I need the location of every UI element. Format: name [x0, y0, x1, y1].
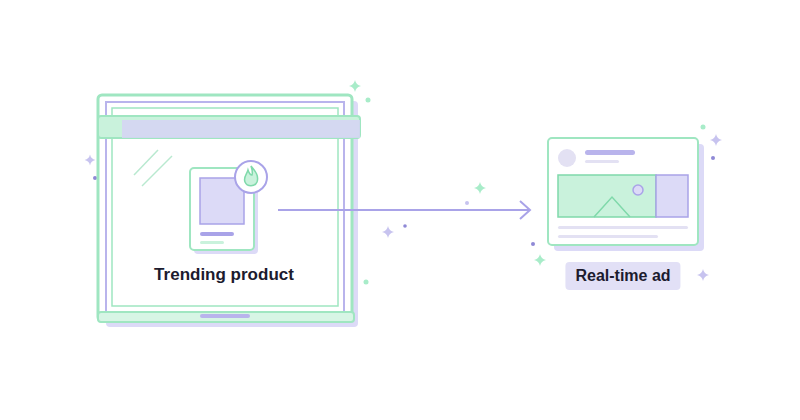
- browser-window-node: Trending product: [98, 95, 354, 323]
- node-label: Trending product: [154, 265, 294, 285]
- flow-arrow: [352, 209, 530, 211]
- ad-card: [548, 138, 704, 251]
- label-pill: Real-time ad: [565, 262, 680, 290]
- product-card: [190, 161, 267, 254]
- browser-window: [98, 95, 360, 327]
- arrow-tail: [278, 209, 352, 211]
- ad-card-node: Real-time ad: [548, 138, 698, 245]
